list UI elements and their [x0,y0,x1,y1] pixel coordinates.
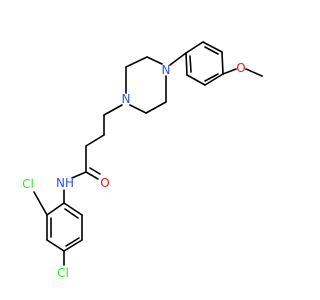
butanoyl-chain [85,104,123,173]
amide-bond [71,171,87,179]
dichlorophenyl-ring [46,202,83,252]
cl-ortho-bond [33,191,48,216]
piperazine-n-top-label: N [162,63,171,77]
methoxyphenyl-ring [185,41,224,86]
carbonyl-group [85,167,101,180]
chlorine-para-label: Cl [57,266,69,280]
piperazine-n-bottom-label: N [122,92,131,106]
aryl-n-bond [169,52,187,66]
piperazine-ring [125,56,167,114]
methoxy-group [222,68,263,77]
methoxy-oxygen-label: O [236,61,245,75]
chlorine-ortho-label: Cl [22,177,34,191]
molecule-structure: N N O O NH Cl Cl [22,41,263,280]
amide-nh-label: NH [56,176,74,190]
carbonyl-oxygen-label: O [100,176,109,190]
